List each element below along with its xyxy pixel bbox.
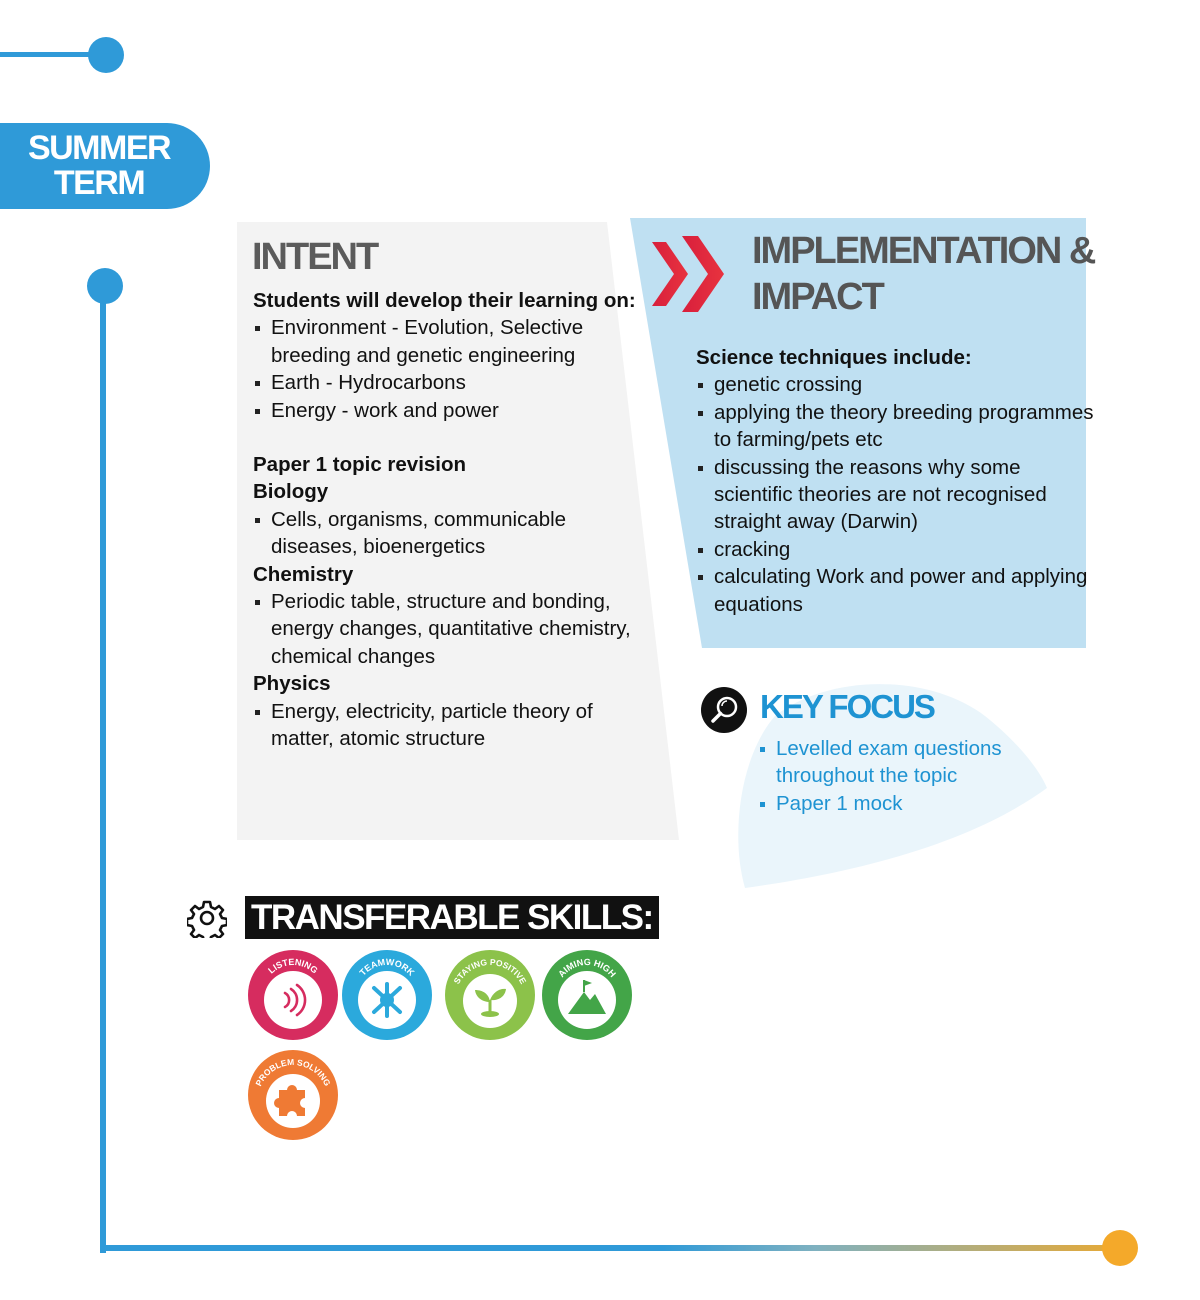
implementation-title: IMPLEMENTATION & IMPACT	[752, 228, 1096, 320]
list-item: Earth - Hydrocarbons	[253, 369, 643, 396]
list-item: Energy - work and power	[253, 397, 643, 424]
list-item: genetic crossing	[696, 371, 1096, 398]
puzzle-piece-icon	[274, 1085, 305, 1116]
chemistry-heading: Chemistry	[253, 562, 354, 586]
problem-solving-badge: PROBLEM SOLVING	[248, 1050, 338, 1140]
magnifier-icon	[701, 687, 747, 733]
timeline-top-line	[0, 52, 100, 57]
timeline-left-dot	[87, 268, 123, 304]
term-line1: SUMMER	[27, 129, 172, 167]
sound-waves-icon	[283, 983, 307, 1017]
teamwork-badge: TEAMWORK	[342, 950, 432, 1040]
term-line2: TERM	[53, 164, 146, 202]
aiming-high-badge: AIMING HIGH	[542, 950, 632, 1040]
list-item: Environment - Evolution, Selective breed…	[253, 314, 643, 369]
implementation-panel-background	[630, 218, 1086, 648]
plant-icon	[475, 988, 506, 1017]
list-item: Cells, organisms, communicable diseases,…	[253, 506, 643, 561]
intent-list: Environment - Evolution, Selective breed…	[253, 314, 643, 424]
intent-title: INTENT	[252, 236, 379, 278]
list-item: Energy, electricity, particle theory of …	[253, 698, 643, 753]
timeline-vertical-line	[100, 285, 106, 1253]
list-item: Periodic table, structure and bonding, e…	[253, 588, 643, 670]
list-item: calculating Work and power and applying …	[696, 563, 1096, 618]
list-item: Paper 1 mock	[758, 790, 1048, 817]
timeline-end-dot	[1102, 1230, 1138, 1266]
staying-positive-badge: STAYING POSITIVE	[445, 950, 535, 1040]
listening-badge: LISTENING	[248, 950, 338, 1040]
implementation-title-line2: IMPACT	[752, 276, 885, 318]
implementation-intro: Science techniques include:	[696, 346, 972, 369]
list-item: cracking	[696, 536, 1096, 563]
chemistry-list: Periodic table, structure and bonding, e…	[253, 588, 643, 670]
transferable-skills-title: TRANSFERABLE SKILLS:	[245, 896, 659, 939]
biology-list: Cells, organisms, communicable diseases,…	[253, 506, 643, 561]
intent-panel-background	[237, 222, 679, 840]
intent-content: Students will develop their learning on:…	[253, 287, 643, 753]
mountain-flag-icon	[568, 980, 606, 1014]
term-label: SUMMER TERM	[0, 123, 210, 209]
list-item: applying the theory breeding programmes …	[696, 399, 1096, 454]
key-focus-content: Levelled exam questions throughout the t…	[758, 735, 1048, 817]
physics-heading: Physics	[253, 672, 331, 696]
list-item: Levelled exam questions throughout the t…	[758, 735, 1048, 790]
gear-icon	[187, 900, 227, 938]
list-item: discussing the reasons why some scientif…	[696, 454, 1096, 536]
people-network-icon	[372, 982, 402, 1018]
revision-heading: Paper 1 topic revision	[253, 453, 467, 477]
key-focus-background	[738, 684, 1047, 888]
double-chevron-icon	[652, 236, 724, 312]
key-focus-title: KEY FOCUS	[760, 688, 936, 725]
timeline-bottom-line	[100, 1245, 1122, 1251]
key-focus-list: Levelled exam questions throughout the t…	[758, 735, 1048, 817]
biology-heading: Biology	[253, 480, 329, 504]
implementation-content: Science techniques include: genetic cros…	[696, 344, 1096, 618]
implementation-title-line1: IMPLEMENTATION &	[752, 230, 1096, 272]
timeline-top-dot	[88, 37, 124, 73]
implementation-list: genetic crossing applying the theory bre…	[696, 371, 1096, 618]
intent-intro: Students will develop their learning on:	[253, 289, 636, 312]
physics-list: Energy, electricity, particle theory of …	[253, 698, 643, 753]
